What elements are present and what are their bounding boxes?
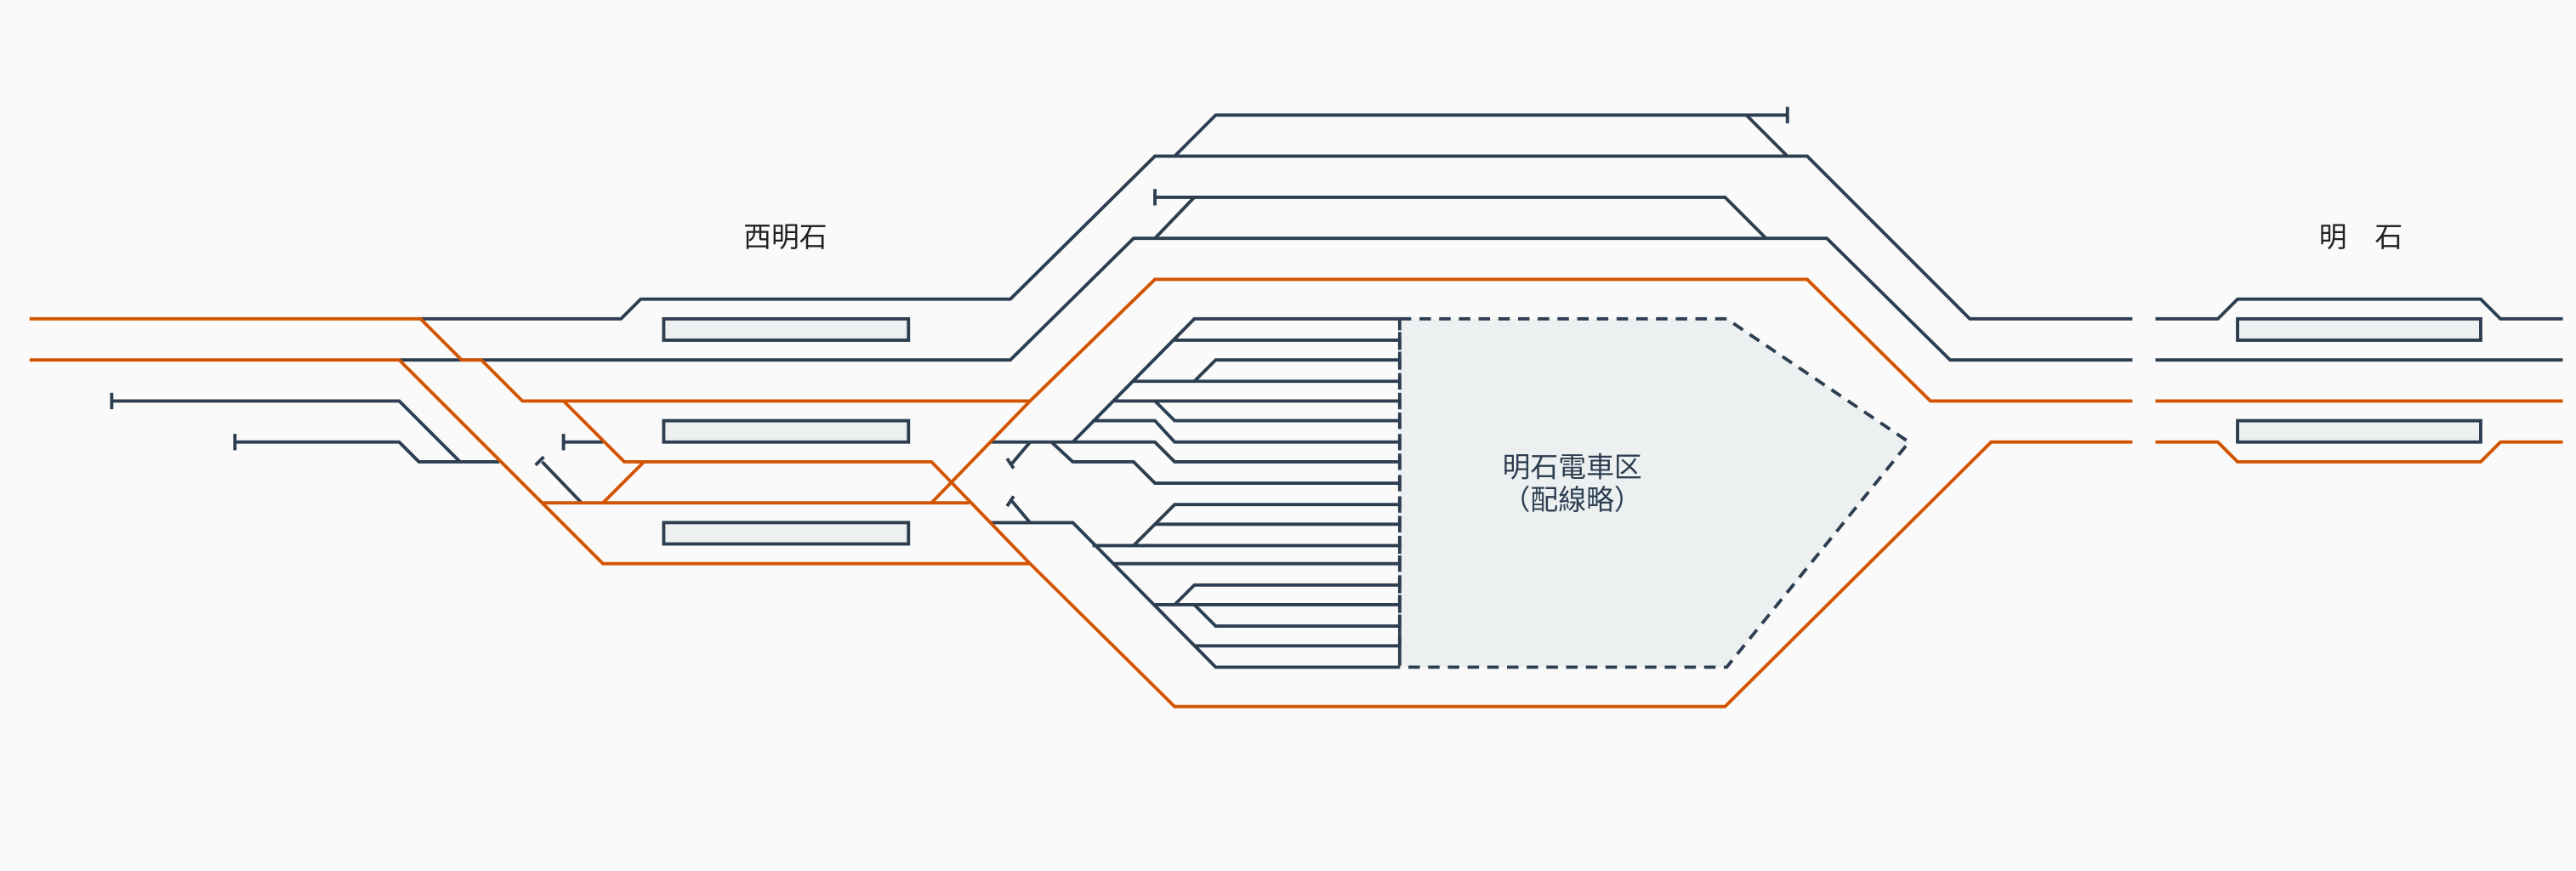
crossover bbox=[601, 460, 645, 504]
main-akashi-lower bbox=[2155, 440, 2563, 464]
track-stub bbox=[1010, 500, 1032, 524]
local-tracks bbox=[110, 106, 2563, 669]
track-crossover bbox=[1745, 113, 1789, 157]
main-line-lower bbox=[29, 358, 2133, 709]
platform-track-1 bbox=[562, 400, 1032, 566]
depot-track bbox=[1072, 316, 1400, 444]
depot-track bbox=[1193, 358, 1400, 383]
depot-track bbox=[1132, 503, 1400, 547]
platform bbox=[662, 521, 911, 546]
depot-lead-lower bbox=[990, 521, 1400, 669]
track-siding-2 bbox=[1155, 195, 1768, 240]
main-line-upper bbox=[29, 277, 2133, 403]
track-upper-through bbox=[420, 154, 2133, 321]
depot-track bbox=[1173, 583, 1400, 606]
platform bbox=[2236, 316, 2482, 342]
depot-label: 明石電車区 bbox=[1503, 451, 1642, 483]
track-siding-west-2 bbox=[235, 440, 500, 464]
track-lower-through bbox=[399, 236, 2133, 362]
depot-boundary bbox=[1399, 316, 1912, 669]
track-stub-end bbox=[534, 455, 545, 467]
depot-track bbox=[1153, 400, 1400, 423]
track-crossover bbox=[1153, 196, 1196, 240]
track-stub-end bbox=[1005, 495, 1015, 508]
track-stub bbox=[541, 460, 583, 504]
main-line-tracks bbox=[29, 277, 2563, 709]
track-siding-top bbox=[1173, 113, 1788, 157]
station-label-akashi: 明 石 bbox=[2319, 221, 2403, 253]
depot-note: （配線略） bbox=[1503, 484, 1642, 516]
depot-track bbox=[1193, 603, 1400, 629]
depot-track bbox=[1092, 418, 1400, 444]
track-siding-west-1 bbox=[111, 399, 462, 464]
platform bbox=[662, 418, 911, 444]
crossover bbox=[930, 400, 1032, 504]
track-stub bbox=[1010, 441, 1032, 465]
platform bbox=[662, 316, 911, 342]
station-label-nishi-akashi: 西明石 bbox=[743, 221, 827, 253]
platform bbox=[2236, 418, 2482, 444]
depot-area bbox=[1399, 318, 1909, 668]
track-akashi-1 bbox=[2155, 297, 2563, 321]
track-stub-end bbox=[1005, 457, 1015, 470]
depot-track bbox=[1050, 441, 1400, 485]
